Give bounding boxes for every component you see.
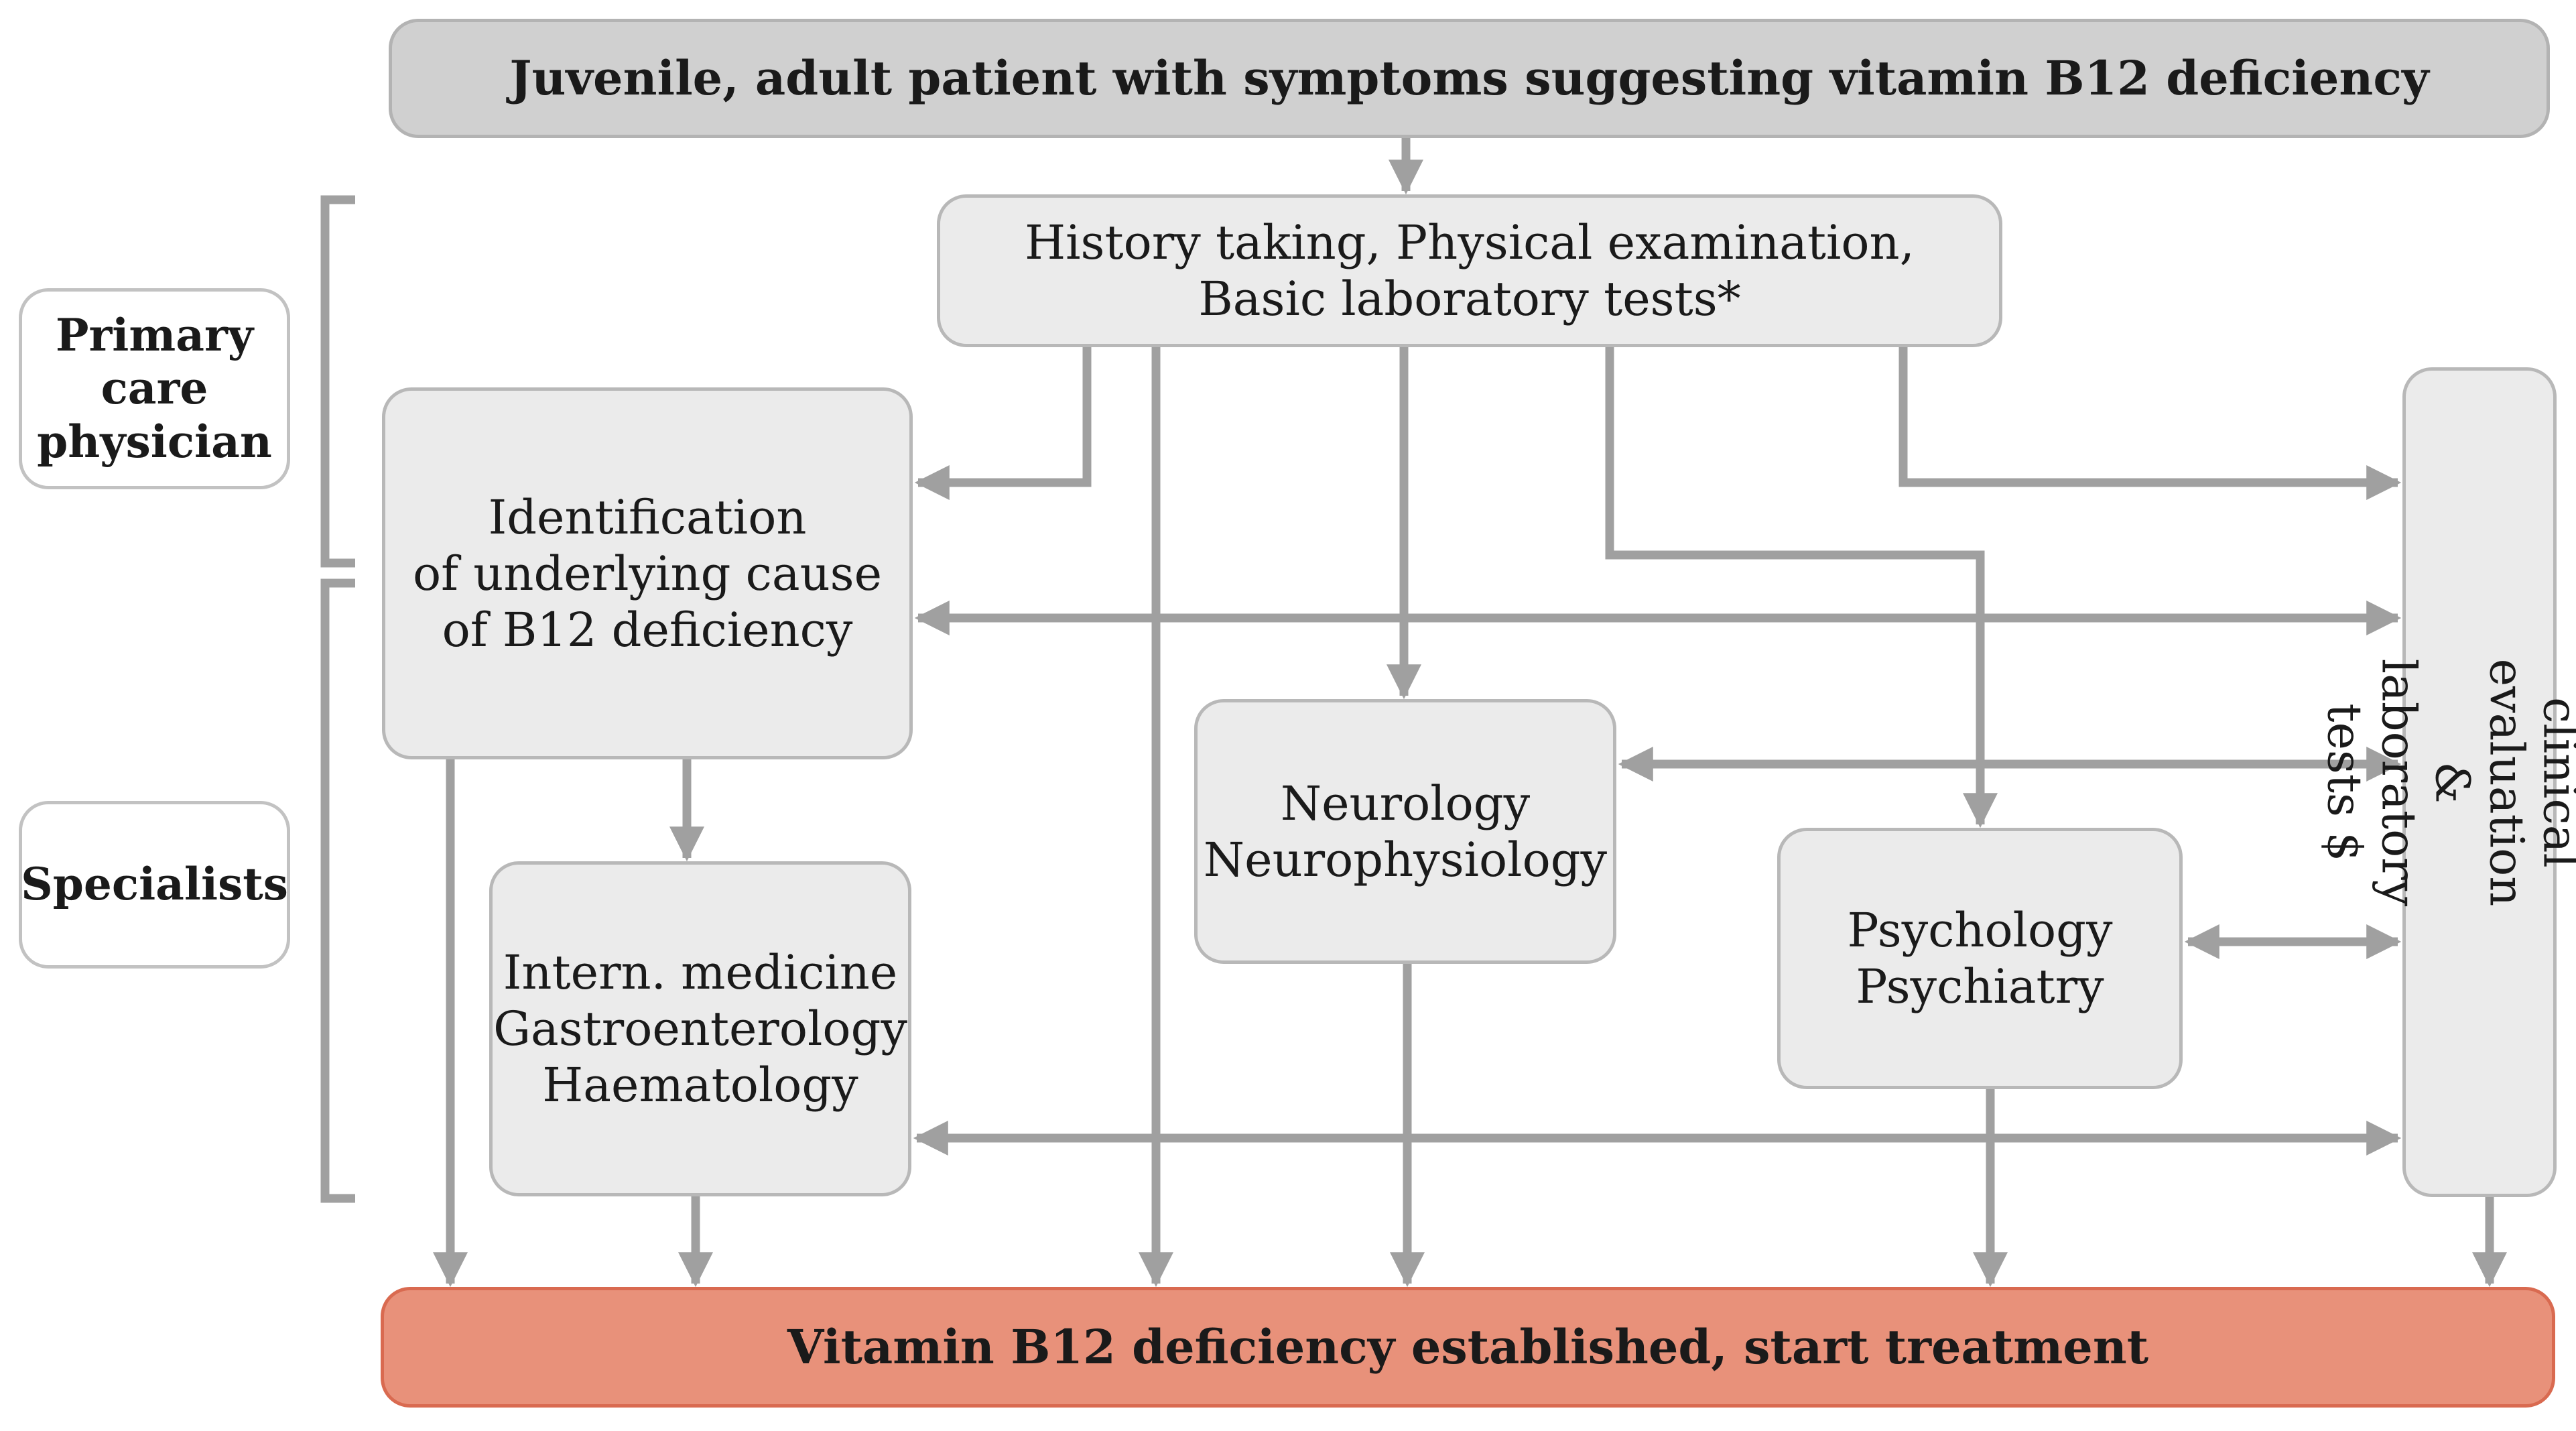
neurology-box: Neurology Neurophysiology	[1194, 699, 1616, 964]
psychology-box: Psychology Psychiatry	[1777, 828, 2183, 1089]
arrow-history-to-psychology	[1605, 347, 1998, 828]
history-taking-text: History taking, Physical examination, Ba…	[1025, 215, 1915, 326]
psychology-text: Psychology Psychiatry	[1847, 903, 2113, 1014]
identification-box: Identification of underlying cause of B1…	[382, 387, 913, 759]
patient-symptoms-text: Juvenile, adult patient with symptoms su…	[509, 50, 2429, 106]
primary-care-label: Primary care physician	[37, 309, 272, 468]
identification-text: Identification of underlying cause of B1…	[413, 489, 882, 658]
specialists-label-box: Specialists	[19, 801, 290, 969]
history-taking-box: History taking, Physical examination, Ba…	[937, 194, 2002, 347]
primary-care-bracket	[320, 195, 355, 568]
arrow-history-to-advanced	[1898, 347, 2402, 500]
advanced-evaluation-text: Advanced clinical evaluation & laborator…	[2317, 658, 2576, 906]
arrow-history-to-identification	[914, 347, 1092, 500]
advanced-evaluation-box: Advanced clinical evaluation & laborator…	[2317, 367, 2576, 1197]
treatment-text: Vitamin B12 deficiency established, star…	[787, 1319, 2149, 1375]
internal-medicine-box: Intern. medicine Gastroenterology Haemat…	[489, 861, 911, 1196]
specialists-bracket	[320, 578, 355, 1203]
primary-care-label-box: Primary care physician	[19, 288, 290, 489]
treatment-box: Vitamin B12 deficiency established, star…	[381, 1287, 2555, 1408]
specialists-label: Specialists	[21, 858, 288, 911]
patient-symptoms-box: Juvenile, adult patient with symptoms su…	[389, 19, 2550, 138]
internal-medicine-text: Intern. medicine Gastroenterology Haemat…	[493, 945, 907, 1113]
neurology-text: Neurology Neurophysiology	[1203, 775, 1608, 887]
